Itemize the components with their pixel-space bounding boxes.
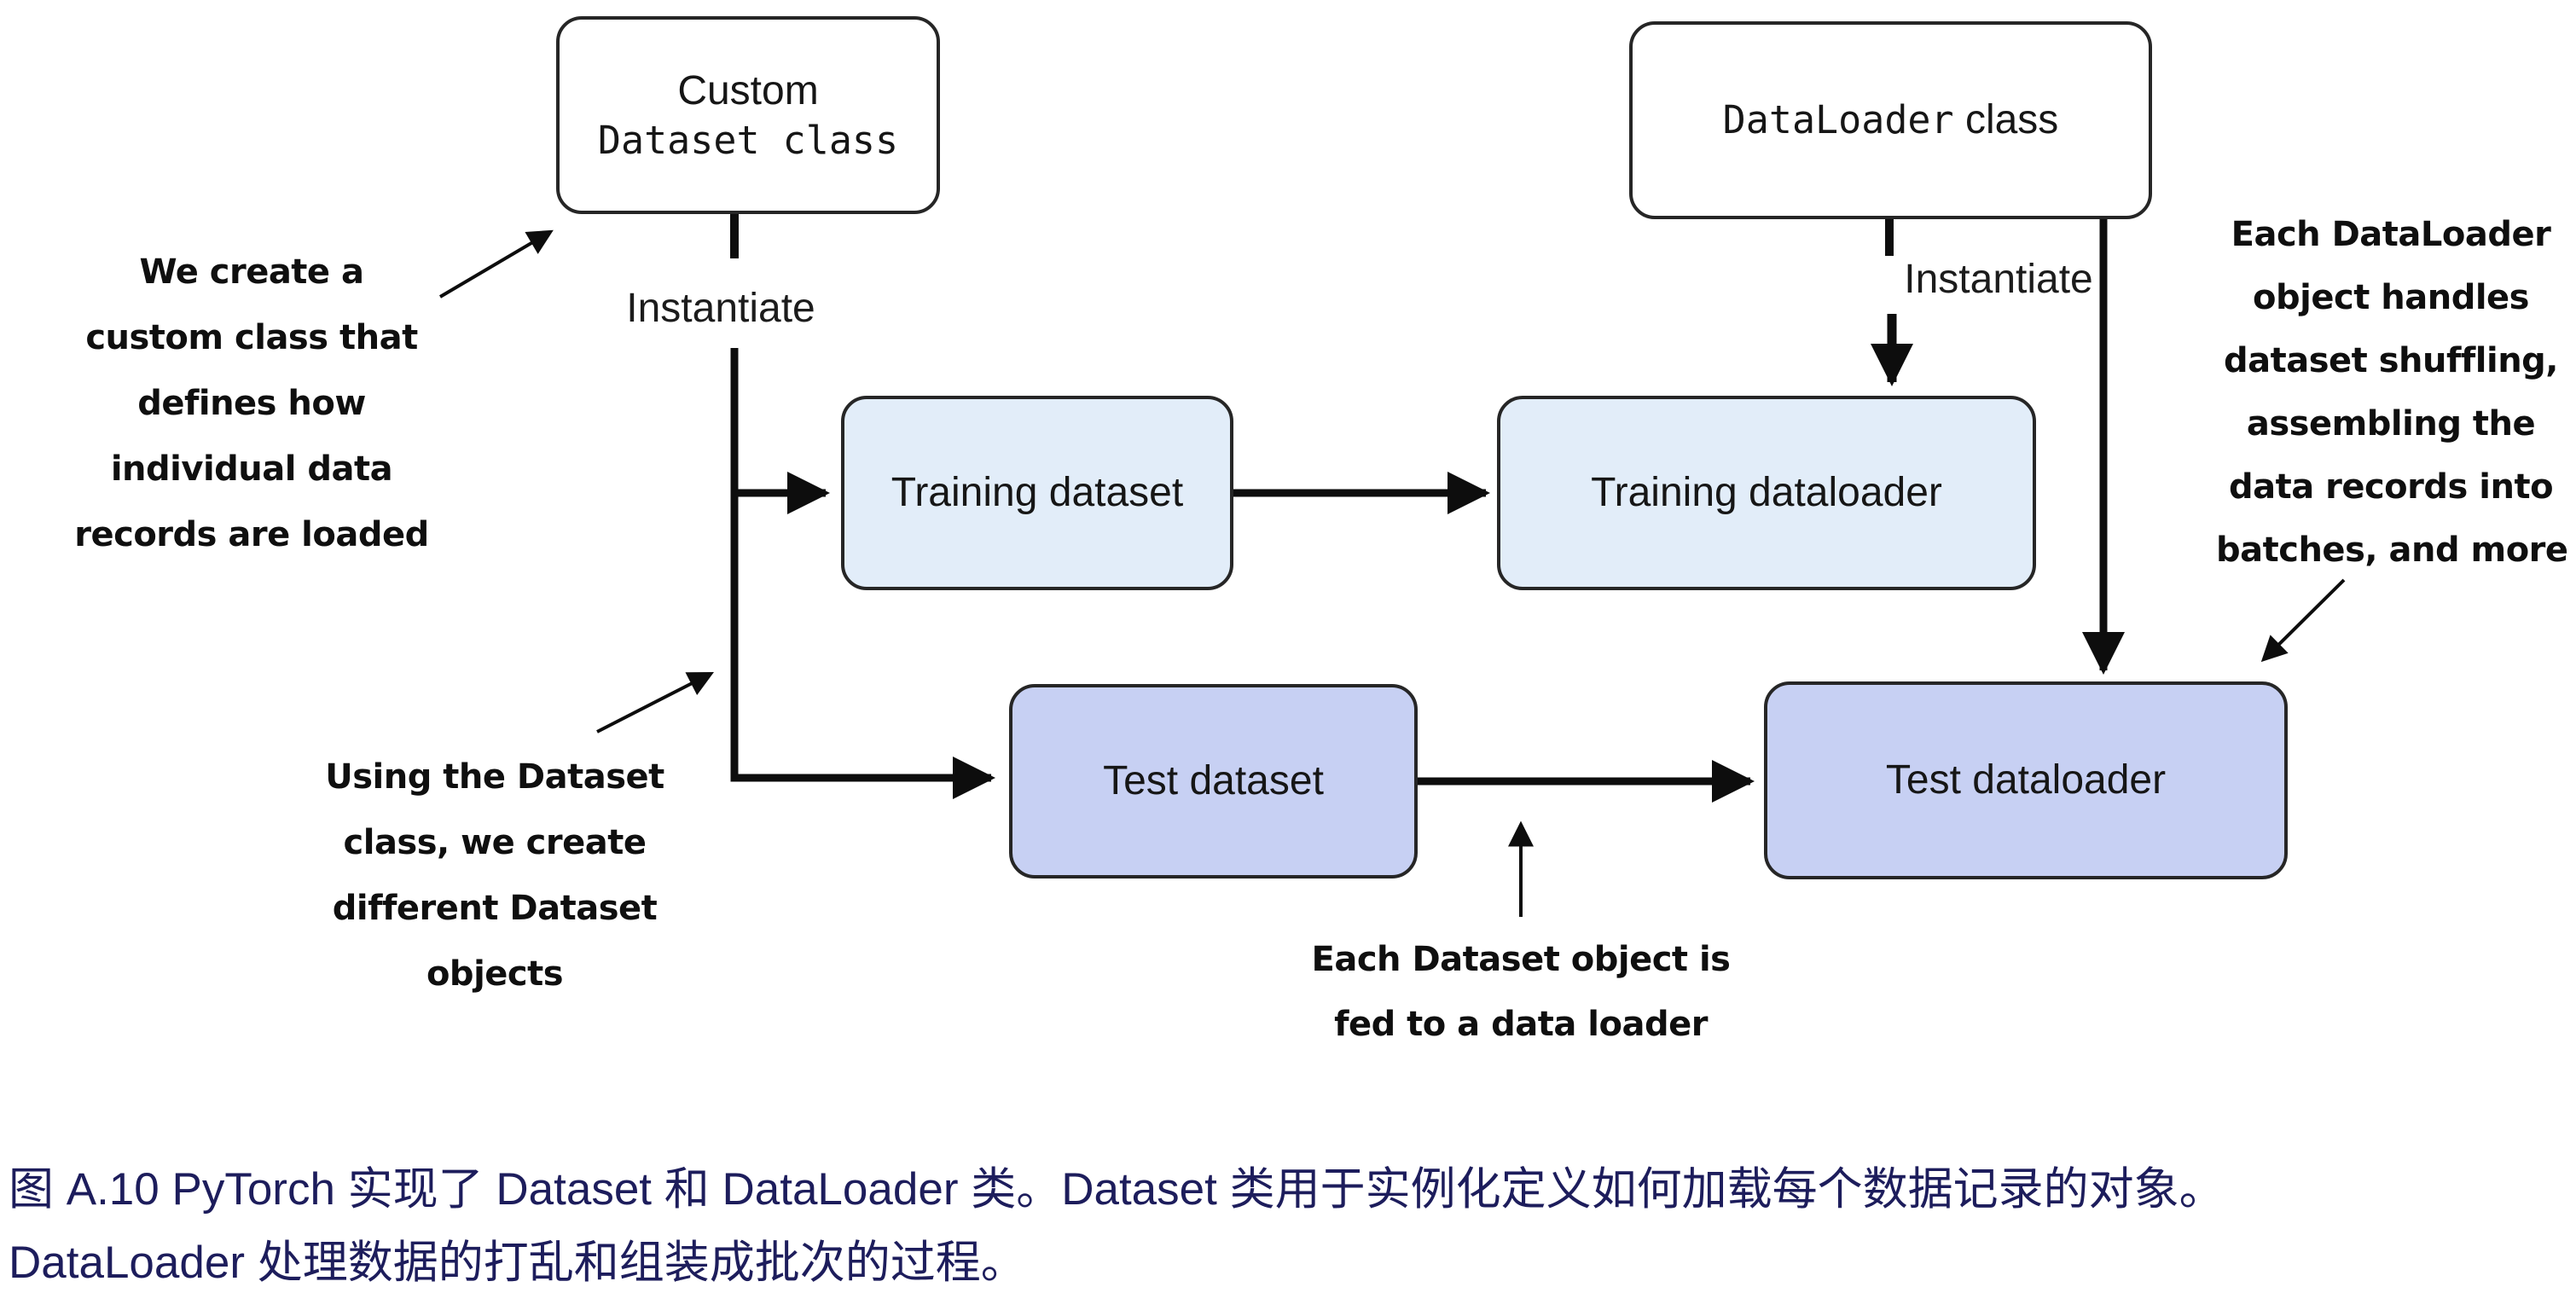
annotation-dataloader-handles: Each DataLoader object handles dataset s… [2216, 215, 2568, 570]
dataloader-code-text: DataLoader [1722, 97, 1954, 142]
test-dataset-label: Test dataset [1103, 758, 1324, 803]
dataloader-class-text: class [1953, 97, 2059, 142]
custom-dataset-class-label-line1: Custom [677, 67, 819, 113]
figure-caption-line2: DataLoader 处理数据的打乱和组装成批次的过程。 [9, 1238, 1026, 1288]
training-dataloader-label: Training dataloader [1591, 470, 1942, 515]
pointer-using-dataset-class [596, 671, 715, 733]
dataloader-class-box: DataLoader class [1629, 21, 2152, 219]
training-dataset-label: Training dataset [891, 470, 1184, 515]
dataloader-class-label: DataLoader class [1723, 95, 2059, 146]
figure-caption: 图 A.10 PyTorch 实现了 Dataset 和 DataLoader … [9, 1153, 2559, 1293]
instantiate-label-right: Instantiate [1904, 257, 2093, 302]
figure-caption-line1: 图 A.10 PyTorch 实现了 Dataset 和 DataLoader … [9, 1164, 2225, 1215]
test-dataloader-label: Test dataloader [1885, 757, 2167, 803]
annotation-using-dataset-class: Using the Dataset class, we create diffe… [325, 757, 664, 994]
custom-dataset-class-label-line2: Dataset class [597, 117, 899, 163]
training-dataset-box: Training dataset [841, 396, 1233, 590]
training-dataloader-box: Training dataloader [1497, 396, 2036, 590]
instantiate-label-left: Instantiate [626, 286, 815, 331]
pointer-create-custom-class [438, 229, 554, 299]
custom-dataset-class-box: Custom Dataset class [556, 16, 940, 214]
annotation-dataset-fed: Each Dataset object is fed to a data loa… [1311, 940, 1731, 1044]
test-dataloader-box: Test dataloader [1764, 681, 2288, 879]
annotation-create-custom-class: We create a custom class that defines ho… [74, 252, 429, 554]
pointer-dataloader-handles [2260, 578, 2346, 663]
test-dataset-box: Test dataset [1009, 684, 1418, 878]
